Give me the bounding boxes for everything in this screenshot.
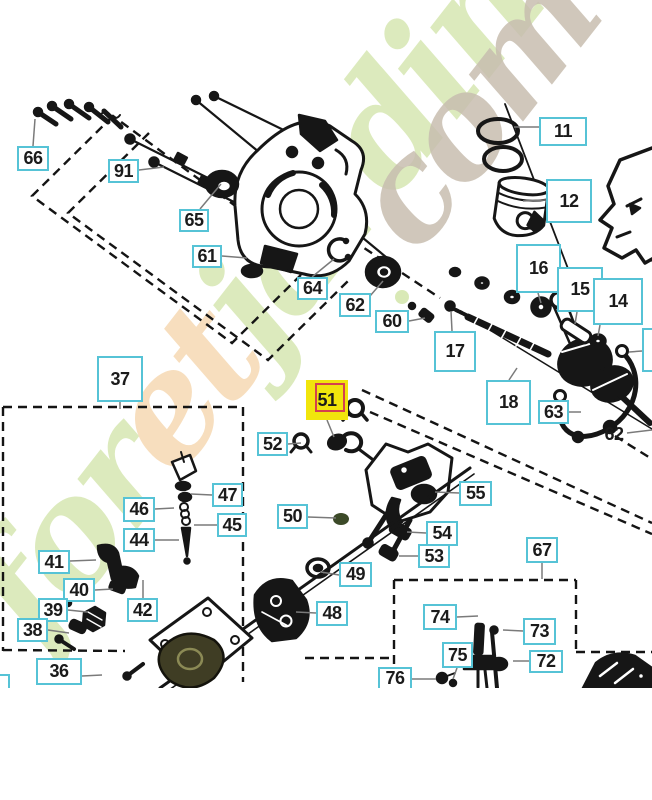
leader-line-16	[537, 292, 542, 304]
leader-line-61	[221, 255, 248, 259]
leader-line-66	[32, 118, 36, 147]
part-label-46[interactable]: 46	[123, 497, 155, 522]
piston-12	[492, 175, 551, 238]
part-label-75[interactable]: 75	[442, 642, 473, 668]
leader-line-48	[295, 611, 317, 614]
part-label-55[interactable]: 55	[459, 481, 492, 506]
leader-line-64	[311, 258, 335, 278]
part-label-72[interactable]: 72	[529, 650, 563, 673]
part-label-63[interactable]: 63	[538, 400, 569, 424]
leader-line-39	[67, 609, 88, 613]
part-label-partial	[642, 328, 652, 372]
leader-line-50	[307, 516, 337, 519]
part-label-17[interactable]: 17	[434, 331, 476, 372]
part-label-73[interactable]: 73	[523, 618, 556, 645]
leader-line-62	[626, 429, 652, 434]
clip-51	[326, 431, 374, 461]
clutch-carb-48	[253, 578, 310, 643]
leader-line-49	[320, 571, 340, 576]
oring-14	[589, 333, 607, 349]
leader-line-46	[154, 507, 175, 510]
part-number: 51	[317, 389, 337, 410]
part-label-12[interactable]: 12	[546, 179, 592, 223]
crankcase-61	[233, 113, 369, 279]
part-label-11[interactable]: 11	[539, 117, 587, 146]
part-label-36[interactable]: 36	[36, 658, 82, 685]
part-label-51[interactable]: 51	[306, 380, 348, 420]
part-label-64[interactable]: 64	[297, 277, 328, 300]
leader-line-51	[326, 419, 335, 438]
leader-line-17	[450, 310, 453, 332]
part-label-52[interactable]: 52	[257, 432, 288, 456]
part-label-14[interactable]: 14	[593, 278, 643, 325]
part-label-40[interactable]: 40	[63, 578, 95, 602]
part-label-60[interactable]: 60	[375, 310, 409, 333]
part-label-66[interactable]: 66	[17, 146, 49, 171]
exploded-view-drawing	[1, 90, 652, 690]
screw-set-66	[32, 98, 124, 130]
primer-fuel-parts-38-41	[54, 543, 140, 651]
part-label-45[interactable]: 45	[217, 513, 247, 537]
clip-52	[289, 432, 313, 454]
spark-plug-72-76	[435, 622, 509, 690]
leader-line-partial	[628, 350, 643, 353]
leader-lines	[32, 118, 652, 680]
bearing-16	[530, 296, 552, 318]
part-label-53[interactable]: 53	[418, 544, 450, 568]
part-label-54[interactable]: 54	[426, 521, 458, 546]
part-label-74[interactable]: 74	[423, 604, 457, 630]
plate-gasket-42-36	[122, 596, 254, 689]
bottom-whitespace	[0, 688, 652, 800]
bearing-62	[364, 255, 402, 289]
leader-line-52	[287, 442, 302, 445]
watermark-dot	[395, 290, 409, 304]
part-label-18[interactable]: 18	[486, 380, 531, 425]
part-label-41[interactable]: 41	[38, 550, 70, 574]
part-label-37[interactable]: 37	[97, 356, 143, 402]
part-label-65[interactable]: 65	[179, 209, 209, 232]
part-label-49[interactable]: 49	[339, 562, 372, 587]
leader-line-41	[69, 559, 97, 562]
circlip-64	[326, 237, 352, 263]
leader-line-12	[522, 199, 547, 202]
part-label-16[interactable]: 16	[516, 244, 561, 293]
seal-60	[407, 266, 521, 323]
part-label-38[interactable]: 38	[17, 618, 48, 642]
part-label-47[interactable]: 47	[212, 483, 243, 507]
part-label-42[interactable]: 42	[127, 598, 158, 622]
part-label-48[interactable]: 48	[316, 601, 348, 626]
leader-line-75	[452, 667, 458, 680]
part-label-62[interactable]: 62	[604, 423, 624, 444]
needle-valve-44-47	[170, 451, 198, 565]
leader-line-40	[94, 588, 114, 591]
leader-line-73	[502, 629, 524, 632]
leader-line-15	[574, 311, 578, 325]
part-label-61[interactable]: 61	[192, 245, 222, 268]
part-label-62[interactable]: 62	[339, 293, 371, 317]
highlight-frame	[315, 383, 345, 412]
leader-line-38	[47, 629, 70, 634]
leader-line-47	[190, 493, 213, 496]
leader-line-74	[456, 615, 479, 618]
leader-line-60	[408, 317, 426, 322]
part-label-67[interactable]: 67	[526, 537, 558, 563]
leader-line-54	[406, 531, 427, 534]
leader-line-14	[597, 324, 601, 337]
part-label-44[interactable]: 44	[123, 528, 155, 552]
leader-line-36	[81, 674, 103, 677]
throttle-handle-55	[333, 442, 454, 562]
grommet-65	[204, 169, 240, 199]
leader-line-18	[508, 367, 518, 381]
leader-line-65	[199, 183, 222, 210]
part-label-76[interactable]: 76	[378, 667, 412, 690]
leader-line-91	[138, 166, 165, 171]
leader-line-62	[369, 280, 384, 297]
part-label-91[interactable]: 91	[108, 159, 139, 183]
leader-line-55	[434, 491, 460, 494]
cylinder-edge-part	[598, 146, 652, 265]
part-label-50[interactable]: 50	[277, 504, 308, 529]
muffler-corner-part	[580, 652, 652, 690]
